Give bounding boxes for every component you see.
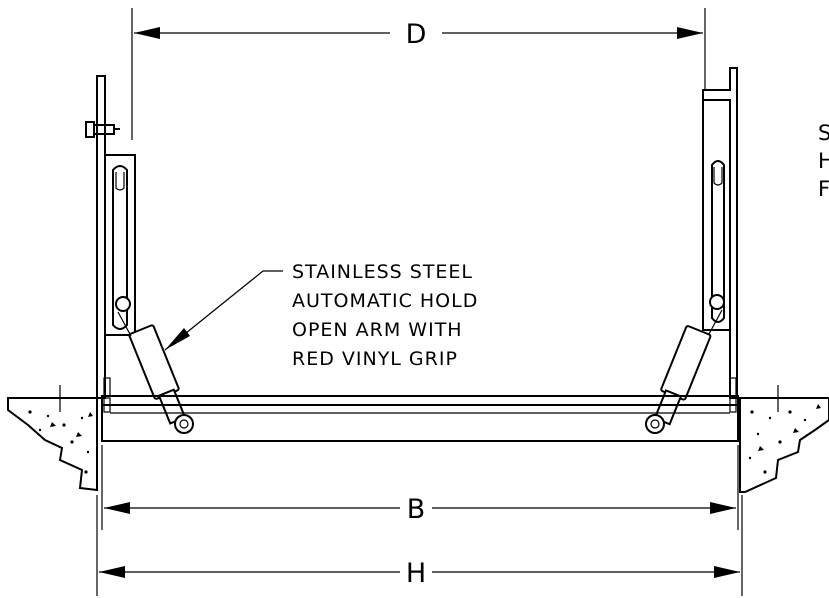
left-lower-pivot [174, 414, 194, 434]
right-lower-pivot [645, 414, 665, 434]
note-leader [164, 270, 283, 351]
side-text-fragment: S H F [818, 121, 829, 201]
right-slot-detent [713, 167, 723, 186]
dimension-label-d: D [406, 19, 427, 50]
left-concrete-section [7, 385, 98, 492]
left-bracket-plate [104, 154, 136, 336]
side-text-line-1: S [818, 121, 829, 145]
arrowhead-d-left [134, 27, 160, 39]
callout-note: STAINLESS STEEL AUTOMATIC HOLD OPEN ARM … [292, 261, 478, 370]
right-gas-spring-strut [645, 309, 723, 434]
arrowhead-b-right [710, 502, 736, 514]
left-upper-pivot [115, 296, 131, 312]
right-concrete-section [739, 385, 829, 493]
left-bolt-icon [103, 377, 111, 397]
side-text-line-3: F [818, 177, 829, 201]
side-text-line-2: H [818, 149, 829, 173]
cover-plate [101, 377, 739, 442]
left-gas-spring-strut [117, 311, 194, 434]
right-slide-slot [711, 160, 725, 323]
note-line-3: OPEN ARM WITH [292, 319, 463, 341]
dimension-label-h: H [406, 558, 426, 589]
arrowhead-d-right [677, 27, 703, 39]
left-slide-slot [112, 165, 128, 330]
dimension-h: H [96, 495, 743, 596]
right-aggregate-pattern [748, 404, 821, 474]
left-slot-detent [115, 172, 125, 191]
right-frame-assembly [645, 67, 738, 434]
left-pin-icon [85, 121, 120, 138]
left-aggregate-pattern [28, 410, 93, 474]
right-upper-pivot [709, 294, 725, 310]
arrowhead-b-left [104, 502, 130, 514]
cover-body [101, 395, 739, 442]
arrowhead-h-left [99, 566, 125, 578]
note-line-2: AUTOMATIC HOLD [292, 290, 478, 312]
right-bracket-plate [702, 99, 731, 331]
dimension-label-b: B [407, 494, 426, 525]
leader-arrowhead [165, 328, 190, 350]
left-frame-assembly [85, 75, 194, 434]
right-frame-channel [702, 67, 738, 399]
note-line-4: RED VINYL GRIP [292, 348, 458, 370]
note-line-1: STAINLESS STEEL [292, 261, 473, 283]
arrowhead-h-right [714, 566, 740, 578]
dimension-b: B [101, 445, 739, 530]
dimension-d: D [131, 8, 706, 140]
right-bolt-icon [729, 377, 737, 397]
